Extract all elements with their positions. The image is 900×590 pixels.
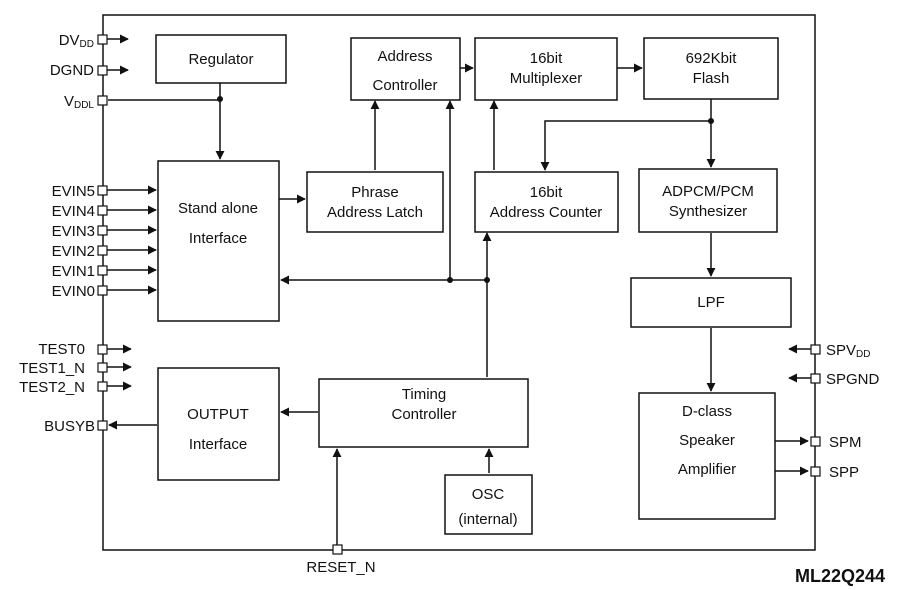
pin-pad-evin4	[97, 205, 108, 216]
chip-name: ML22Q244	[795, 566, 885, 586]
multiplexer-label-1: 16bit	[530, 50, 563, 67]
synthesizer-label-2: Synthesizer	[669, 203, 747, 220]
speaker-amplifier-block: D-class Speaker Amplifier	[638, 392, 776, 520]
lpf-block: LPF	[630, 277, 792, 328]
junction-dot	[484, 277, 490, 283]
osc-label-1: OSC	[472, 486, 505, 503]
pin-pad-spgnd	[810, 373, 821, 384]
pin-pad-evin2	[97, 245, 108, 256]
pin-label-evin3: EVIN3	[52, 223, 95, 240]
pin-label-dgnd: DGND	[50, 62, 94, 79]
pin-pad-evin3	[97, 225, 108, 236]
pin-pad-test0	[97, 344, 108, 355]
pin-label-evin1: EVIN1	[52, 263, 95, 280]
timing-controller-block: Timing Controller	[318, 378, 529, 448]
multiplexer-label-2: Multiplexer	[510, 70, 583, 87]
address-counter-label-1: 16bit	[530, 184, 563, 201]
pin-label-busyb: BUSYB	[44, 418, 95, 435]
phrase-latch-block: Phrase Address Latch	[306, 171, 444, 233]
pin-pad-evin0	[97, 285, 108, 296]
synthesizer-label-1: ADPCM/PCM	[662, 183, 754, 200]
junction-dot	[217, 96, 223, 102]
pin-pad-spp	[810, 466, 821, 477]
regulator-label: Regulator	[188, 51, 253, 68]
pin-label-evin2: EVIN2	[52, 243, 95, 260]
output-interface-block: OUTPUT Interface	[157, 367, 280, 481]
standalone-interface-block: Stand alone Interface	[157, 160, 280, 322]
address-counter-block: 16bit Address Counter	[474, 171, 619, 233]
address-controller-label-1: Address	[377, 48, 432, 65]
pin-label-dvdd: DVDD	[59, 32, 94, 50]
address-controller-block: Address Controller	[350, 37, 461, 101]
pin-label-spp: SPP	[829, 464, 859, 481]
pin-pad-spm	[810, 436, 821, 447]
pin-pad-busyb	[97, 420, 108, 431]
timing-controller-label-2: Controller	[391, 406, 456, 423]
pin-pad-evin5	[97, 185, 108, 196]
pin-label-evin4: EVIN4	[52, 203, 95, 220]
pin-pad-reset-n	[332, 544, 343, 555]
synthesizer-block: ADPCM/PCM Synthesizer	[638, 168, 778, 233]
pin-pad-evin1	[97, 265, 108, 276]
timing-controller-label-1: Timing	[402, 386, 446, 403]
flash-label-1: 692Kbit	[686, 50, 738, 67]
pin-pad-test2-n	[97, 381, 108, 392]
pin-label-evin5: EVIN5	[52, 183, 95, 200]
pin-pad-dgnd	[97, 65, 108, 76]
output-interface-label-1: OUTPUT	[187, 406, 249, 423]
phrase-latch-label-1: Phrase	[351, 184, 399, 201]
pin-pad-test1-n	[97, 362, 108, 373]
pin-label-vddl: VDDL	[64, 93, 94, 111]
standalone-label-1: Stand alone	[178, 200, 258, 217]
junction-dot	[708, 118, 714, 124]
output-interface-label-2: Interface	[189, 436, 247, 453]
pin-label-test0: TEST0	[38, 341, 85, 358]
speaker-amp-label-1: D-class	[682, 403, 732, 420]
pin-label-evin0: EVIN0	[52, 283, 95, 300]
wire-flash-counter	[540, 120, 711, 171]
osc-block: OSC (internal)	[444, 474, 533, 535]
pin-label-test1-n: TEST1_N	[19, 360, 85, 377]
phrase-latch-label-2: Address Latch	[327, 204, 423, 221]
speaker-amp-label-3: Amplifier	[678, 461, 736, 478]
address-controller-label-2: Controller	[372, 77, 437, 94]
multiplexer-block: 16bit Multiplexer	[474, 37, 618, 101]
pin-pad-dvdd	[97, 34, 108, 45]
pin-label-test2-n: TEST2_N	[19, 379, 85, 396]
lpf-label: LPF	[697, 294, 725, 311]
pin-label-reset-n: RESET_N	[306, 559, 375, 576]
standalone-label-2: Interface	[189, 230, 247, 247]
pin-pad-spvdd	[810, 344, 821, 355]
speaker-amp-label-2: Speaker	[679, 432, 735, 449]
pin-pad-vddl	[97, 95, 108, 106]
osc-label-2: (internal)	[458, 511, 517, 528]
junction-dot	[447, 277, 453, 283]
pin-label-spgnd: SPGND	[826, 371, 880, 388]
regulator-block: Regulator	[155, 34, 287, 84]
pin-label-spvdd: SPVDD	[826, 342, 870, 360]
flash-block: 692Kbit Flash	[643, 37, 779, 100]
flash-label-2: Flash	[693, 70, 730, 87]
address-counter-label-2: Address Counter	[490, 204, 603, 221]
pin-label-spm: SPM	[829, 434, 862, 451]
